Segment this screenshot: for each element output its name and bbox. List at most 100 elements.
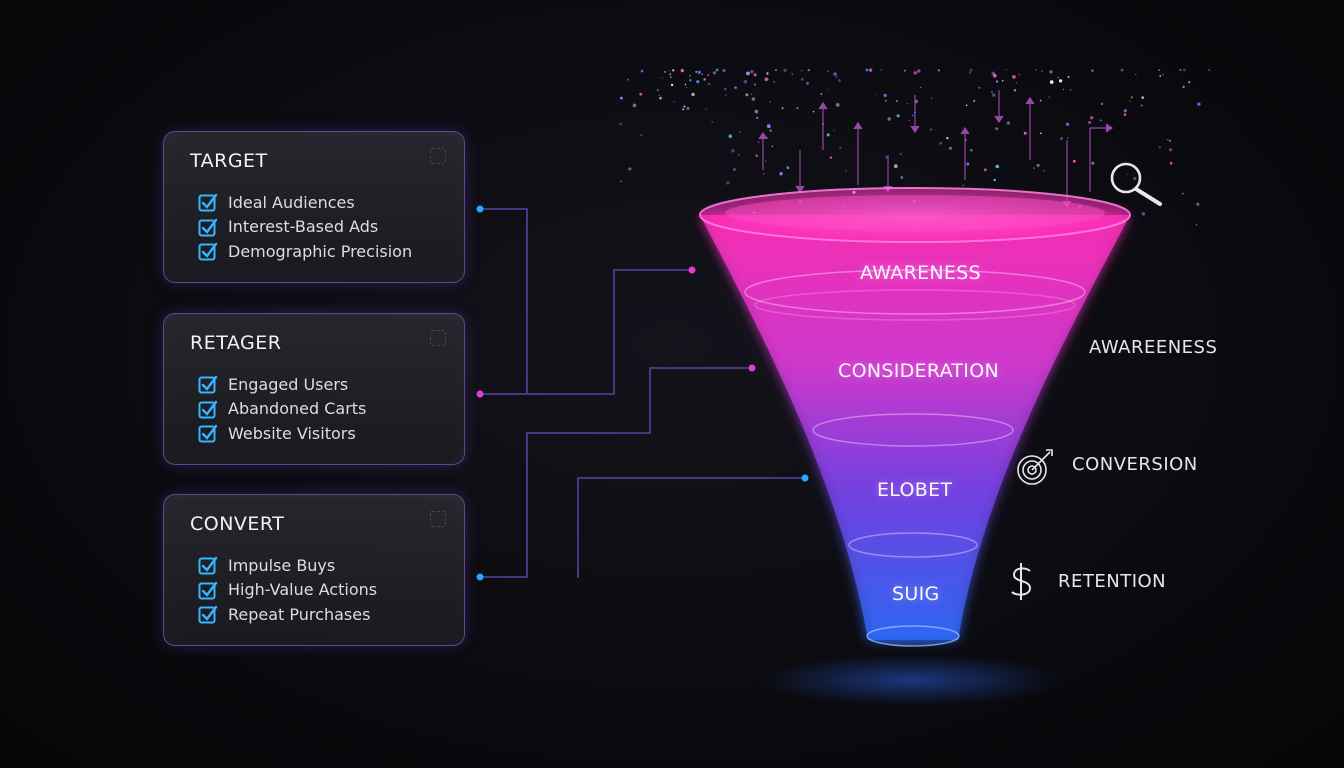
particle (707, 74, 710, 76)
particle (812, 111, 815, 113)
particle (746, 71, 750, 76)
list-item: Repeat Purchases (198, 602, 377, 627)
stage-suig: SUIG (892, 583, 940, 605)
particle (723, 69, 726, 72)
particle (969, 148, 973, 152)
particle (1043, 170, 1045, 172)
particle (973, 99, 976, 102)
particle (751, 93, 753, 95)
particle (656, 89, 659, 92)
particle (835, 103, 840, 107)
particle (908, 119, 911, 122)
particle (820, 93, 823, 96)
particle (833, 129, 835, 132)
particle (993, 178, 996, 182)
particle (796, 107, 799, 110)
particle (754, 109, 759, 114)
particle (835, 76, 838, 78)
particle (1018, 73, 1021, 76)
particle (786, 166, 790, 170)
particle (880, 69, 882, 71)
particle (1048, 96, 1050, 98)
particle (865, 68, 869, 72)
particle (1033, 167, 1035, 169)
particle (745, 93, 749, 97)
side-label-awareness: AWAREENESS (1089, 337, 1218, 358)
floor-glow (762, 654, 1062, 706)
particle (1041, 70, 1043, 72)
particle (992, 73, 997, 78)
card-title: TARGET (190, 150, 268, 172)
checkbox-icon (198, 376, 218, 394)
particle (1130, 96, 1133, 99)
particle (619, 122, 622, 126)
particle (701, 73, 703, 76)
particle (725, 183, 728, 185)
particle (1123, 109, 1127, 113)
particle (640, 134, 643, 137)
particle (739, 130, 741, 133)
dollar-icon (1011, 563, 1032, 600)
particle (839, 146, 842, 149)
particle (1066, 122, 1070, 126)
dot-consideration (748, 364, 756, 372)
checkbox-icon (198, 606, 218, 624)
particle (1099, 119, 1102, 122)
particle (1196, 202, 1200, 206)
list-item-label: Interest-Based Ads (228, 217, 379, 237)
particle (639, 92, 643, 96)
checkbox-icon (198, 425, 218, 443)
particle (658, 94, 660, 96)
particle (728, 134, 733, 139)
particle (826, 133, 830, 137)
particle (670, 76, 672, 78)
particle (883, 93, 887, 98)
particle (1195, 224, 1198, 226)
side-label-conversion: CONVERSION (1072, 454, 1198, 475)
checkbox-icon (198, 557, 218, 575)
particle (920, 86, 922, 89)
particle (838, 79, 841, 82)
checkbox-icon (198, 218, 218, 237)
list-item: Abandoned Carts (198, 397, 366, 422)
particle (724, 87, 727, 91)
particle (978, 86, 981, 89)
particle (773, 80, 776, 83)
particle (695, 71, 698, 73)
funnel-body (700, 215, 1130, 640)
particle (1188, 81, 1191, 84)
particle (775, 69, 777, 71)
particle (769, 100, 772, 103)
particle (620, 180, 622, 183)
particle (688, 74, 692, 77)
particle (887, 117, 891, 121)
particle (619, 96, 623, 100)
checkbox-icon (198, 243, 218, 261)
particle (1158, 69, 1161, 72)
particle (756, 116, 759, 119)
dot-target (476, 205, 484, 213)
particle (806, 81, 810, 85)
connector-retager (480, 269, 692, 395)
particle (680, 68, 684, 73)
particle (763, 173, 765, 175)
list-item: Demographic Precision (198, 239, 412, 264)
particle (670, 83, 674, 87)
particle (1049, 70, 1053, 74)
list-item: Engaged Users (198, 372, 366, 397)
particle (738, 154, 740, 156)
particle (1091, 161, 1095, 165)
particle (1140, 104, 1143, 107)
list-item-label: Ideal Audiences (228, 192, 355, 212)
particle (807, 68, 811, 72)
particle (826, 88, 829, 91)
particle (732, 167, 737, 172)
particle (685, 86, 688, 88)
particle (791, 73, 793, 75)
particle (632, 103, 637, 108)
particle (731, 148, 735, 153)
particle (705, 108, 707, 110)
particle (757, 141, 760, 144)
particle (769, 129, 772, 132)
